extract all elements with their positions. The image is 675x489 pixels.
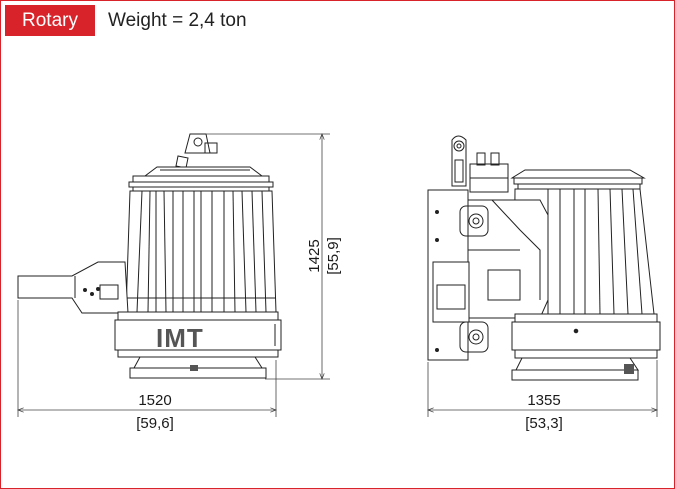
- front-dimensions: [18, 134, 330, 417]
- front-hanger: [143, 133, 264, 177]
- side-cylinders: [469, 152, 509, 193]
- weight-label: Weight = 2,4 ton: [108, 10, 247, 31]
- side-dimensions: [428, 360, 657, 417]
- side-width-mm-label: 1355: [527, 392, 560, 409]
- height-in-label: [55,9]: [325, 237, 342, 275]
- side-bracket: [427, 189, 549, 361]
- side-hook: [451, 135, 467, 187]
- side-view: [427, 135, 661, 381]
- front-side-arm: [17, 261, 129, 314]
- front-view: IMT: [17, 133, 282, 379]
- model-tag: Rotary: [5, 5, 95, 36]
- height-mm-label: 1425: [306, 239, 323, 272]
- front-body: [125, 190, 277, 313]
- imt-logo: IMT: [156, 323, 204, 353]
- side-width-in-label: [53,3]: [525, 415, 563, 432]
- front-width-mm-label: 1520: [138, 392, 171, 409]
- side-body: [513, 188, 655, 315]
- front-width-in-label: [59,6]: [136, 415, 174, 432]
- front-bearing: [114, 311, 282, 358]
